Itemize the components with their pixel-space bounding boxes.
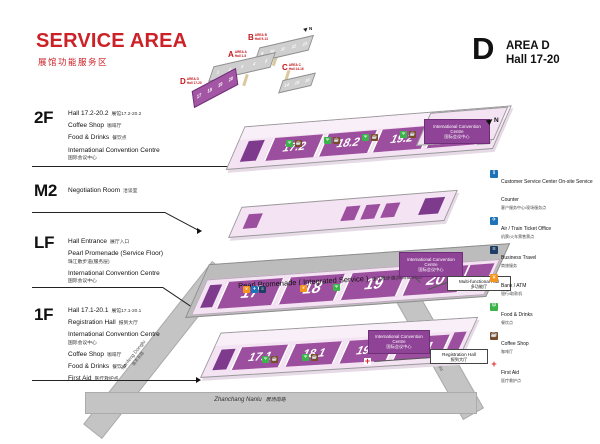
page-title: SERVICE AREA [36, 30, 188, 52]
first-aid-icon: + [364, 356, 371, 366]
air-train-ticket-icon: ✈ [251, 286, 258, 293]
area-hall-range: Hall 17-20 [506, 54, 560, 66]
legend-item: ℹ Customer Service Center On-site Servic… [490, 170, 596, 211]
m2-room-block [418, 196, 446, 216]
road-bottom [85, 392, 477, 414]
bank-atm-icon: ¥ [300, 285, 307, 292]
leader-m2-arrow [197, 228, 202, 234]
food-drinks-icon: Ψ [286, 140, 293, 147]
complex-overview-minimap: 9 10 11 12 13 1 2 3 4 5 14 15 16 17 18 1… [178, 24, 330, 116]
coffee-shop-icon: ☕ [271, 356, 278, 363]
floor-label-m2: M2 [34, 181, 58, 200]
customer-service-icon: ℹ [490, 170, 498, 178]
coffee-shop-icon: ☕ [311, 354, 318, 361]
leader-m2-diagonal [164, 212, 201, 232]
1f-icc-box: International Convention Centre 国际会议中心 [368, 330, 430, 354]
coffee-shop-icon: ☕ [295, 140, 302, 147]
coffee-shop-icon: ☕ [333, 137, 340, 144]
bank-atm-icon: ¥ [243, 286, 250, 293]
leader-m2 [32, 212, 165, 213]
registration-hall-callout: Registration Hall 报到大厅 [430, 349, 488, 365]
lf-icc-box: International Convention Centre 国际会议中心 [399, 252, 463, 277]
food-drinks-icon: Ψ [324, 137, 331, 144]
floor-m2-diagram [225, 187, 458, 238]
area-name: AREA D [506, 40, 550, 52]
page-subtitle-zh: 展馆功能服务区 [38, 57, 109, 67]
minimap-north-indicator: N [303, 25, 312, 32]
food-drinks-icon: Ψ [333, 284, 340, 291]
leader-2f [32, 166, 240, 167]
bank-atm-icon: ¥ [490, 274, 498, 283]
north-arrow-icon [485, 116, 495, 125]
floor-label-1f: 1F [34, 305, 54, 324]
2f-end-cap [239, 139, 265, 162]
coffee-shop-icon: ☕ [490, 331, 498, 340]
coffee-shop-icon: ☕ [371, 134, 378, 141]
m2-room-block [340, 205, 361, 222]
hall-17-1: 17.1 [229, 344, 291, 371]
air-train-ticket-icon: ✈ [490, 216, 498, 225]
business-travel-icon: ≡ [259, 286, 266, 293]
minimap-corridor [242, 73, 249, 87]
minimap-area-c-block: 14 15 16 [278, 72, 316, 94]
food-drinks-icon: Ψ [490, 303, 498, 312]
m2-room-block [380, 202, 401, 219]
business-travel-icon: ≡ [490, 245, 498, 254]
north-arrow-icon [303, 25, 309, 32]
m2-room-block [360, 203, 381, 220]
leader-lf [32, 287, 163, 288]
food-drinks-icon: Ψ [302, 354, 309, 361]
first-aid-icon: + [490, 359, 498, 370]
food-drinks-icon: Ψ [400, 131, 407, 138]
leader-1f-arrow [196, 377, 201, 383]
floor-label-2f: 2F [34, 108, 54, 127]
floor-label-lf: LF [34, 233, 55, 252]
service-row: Pearl Promenade (Service Floor)珠江散步道(服务层… [68, 250, 164, 265]
food-drinks-icon: Ψ [262, 356, 269, 363]
north-indicator: N [485, 116, 499, 125]
area-letter: D [472, 31, 495, 66]
coffee-shop-icon: ☕ [409, 131, 416, 138]
m2-room-block [242, 213, 263, 229]
legend: ℹ Customer Service Center On-site Servic… [490, 170, 596, 390]
leader-1f [32, 380, 196, 381]
m2-slab [228, 189, 458, 238]
food-drinks-icon: Ψ [362, 134, 369, 141]
hall-17-2: 17.2 [263, 134, 326, 162]
2f-icc-box: International Convention Centre 国际会议中心 [424, 119, 490, 144]
